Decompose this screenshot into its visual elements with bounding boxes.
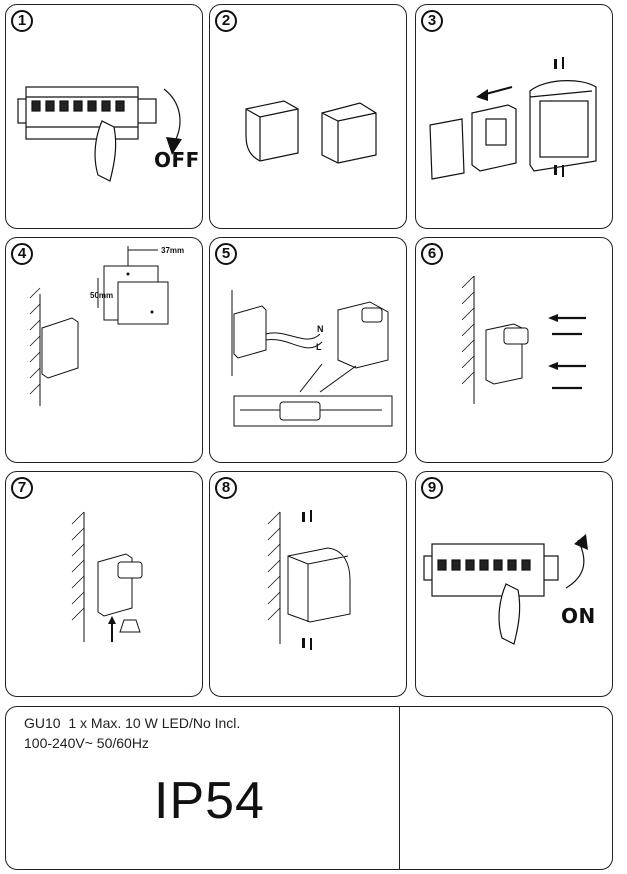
- step-number: 7: [11, 477, 33, 499]
- ip-rating: IP54: [154, 772, 265, 830]
- step-number: 1: [11, 10, 33, 32]
- disassembly-illustration: [429, 57, 597, 180]
- spec-divider: [399, 707, 400, 869]
- bulb-insert-illustration: [71, 511, 143, 642]
- step-5-panel: 5 N L: [209, 237, 407, 463]
- step-1-panel: 1 OFF: [5, 4, 203, 229]
- step-7-panel: 7: [5, 471, 203, 697]
- spec-line-voltage: 100-240V~ 50/60Hz: [24, 735, 149, 751]
- step-6-panel: 6: [415, 237, 613, 463]
- specification-box: GU10 1 x Max. 10 W LED/No Incl. 100-240V…: [5, 706, 613, 870]
- off-label: OFF: [154, 148, 200, 172]
- on-label: ON: [561, 604, 596, 628]
- wiring-illustration: [231, 290, 393, 427]
- dimension-height: 50mm: [90, 291, 114, 300]
- step-number: 5: [215, 243, 237, 265]
- spec-line-power: GU10 1 x Max. 10 W LED/No Incl.: [24, 715, 241, 731]
- mounting-illustration: [461, 275, 586, 404]
- step-number: 9: [421, 477, 443, 499]
- breaker-on-illustration: [423, 534, 588, 645]
- step-number: 3: [421, 10, 443, 32]
- step-3-panel: 3: [415, 4, 613, 229]
- step-number: 4: [11, 243, 33, 265]
- step-number: 8: [215, 477, 237, 499]
- drill-template-illustration: [29, 246, 169, 406]
- step-8-panel: 8: [209, 471, 407, 697]
- step-4-panel: 4 37mm 50mm: [5, 237, 203, 463]
- step-number: 2: [215, 10, 237, 32]
- breaker-off-illustration: [17, 86, 182, 182]
- wire-n-label: N: [317, 324, 324, 334]
- step-9-panel: 9 ON: [415, 471, 613, 697]
- dimension-width: 37mm: [161, 246, 185, 255]
- step-number: 6: [421, 243, 443, 265]
- step-2-panel: 2: [209, 4, 407, 229]
- wire-l-label: L: [316, 342, 322, 352]
- cover-install-illustration: [267, 510, 351, 650]
- lamp-models-illustration: [245, 100, 377, 164]
